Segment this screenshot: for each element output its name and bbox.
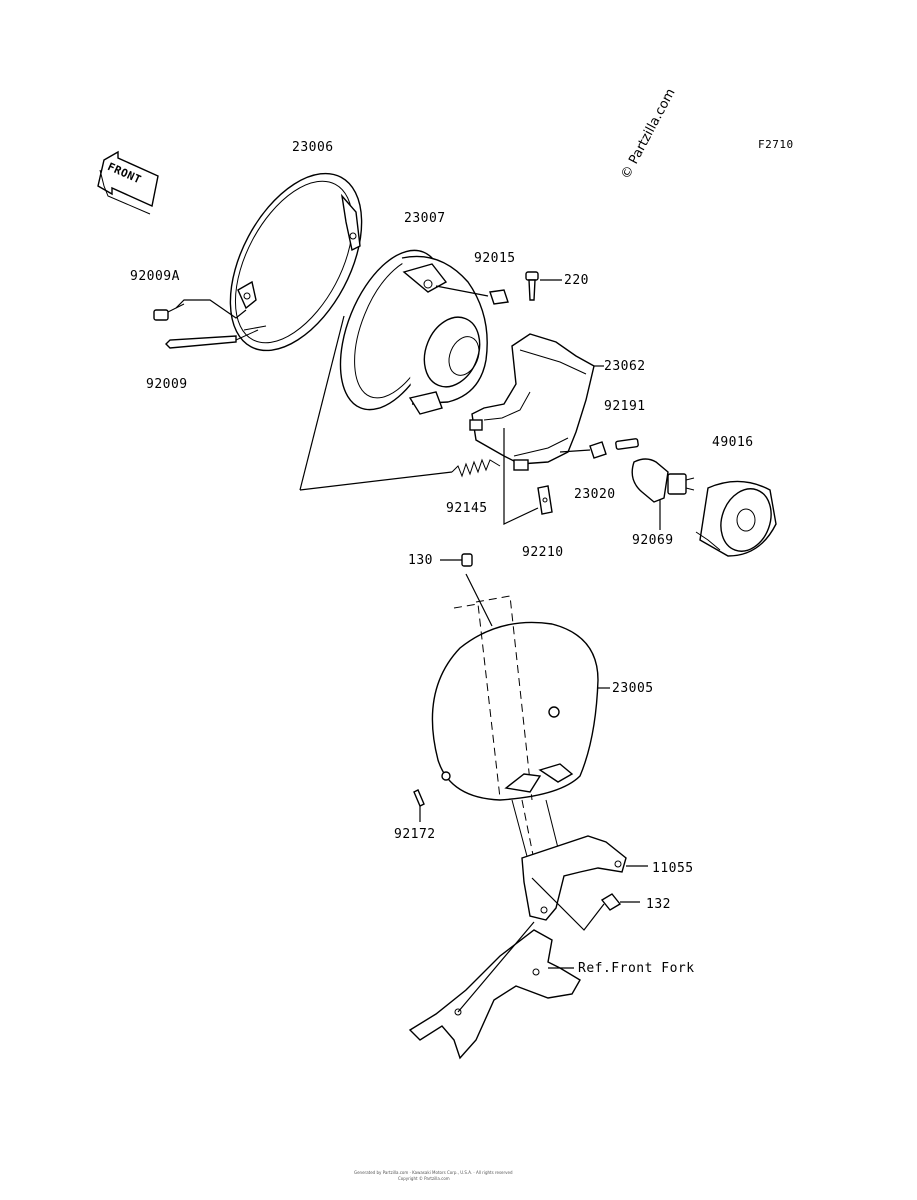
bracket-11055 (521, 835, 648, 921)
label-23020: 23020 (574, 487, 616, 502)
label-92069: 92069 (632, 533, 674, 548)
front-fork-reference (408, 921, 581, 1060)
label-92009a: 92009A (130, 269, 180, 284)
footer-line-2: Copyright © Partzilla.com (398, 1176, 450, 1181)
leader-line-ring (299, 315, 345, 491)
spring-92145 (299, 458, 501, 491)
footer-line-1: Generated by Partzilla.com · Kawasaki Mo… (354, 1170, 513, 1175)
screw-92009 (165, 329, 259, 349)
label-92009: 92009 (146, 377, 188, 392)
label-23062: 23062 (604, 359, 646, 374)
label-92210: 92210 (522, 545, 564, 560)
headlight-housing (339, 249, 488, 415)
label-92015: 92015 (474, 251, 516, 266)
label-92191: 92191 (604, 399, 646, 414)
headlight-rim-ring (229, 172, 363, 352)
label-220: 220 (564, 273, 589, 288)
label-130: 130 (408, 553, 433, 568)
screw-92172 (413, 789, 425, 822)
label-132: 132 (646, 897, 671, 912)
label-23005: 23005 (612, 681, 654, 696)
screw-220 (525, 271, 562, 301)
bulb-92069 (631, 458, 695, 530)
label-front-fork-ref: Ref.Front Fork (578, 961, 695, 976)
watermark: © Partzilla.com (618, 86, 678, 182)
label-11055: 11055 (652, 861, 694, 876)
pin-92191 (615, 438, 639, 450)
bolt-132 (531, 877, 640, 931)
label-92145: 92145 (446, 501, 488, 516)
label-23007: 23007 (404, 211, 446, 226)
label-23006: 23006 (292, 140, 334, 155)
screw-92009a (153, 299, 247, 321)
nut-92015 (435, 285, 509, 305)
label-92172: 92172 (394, 827, 436, 842)
label-49016: 49016 (712, 435, 754, 450)
front-direction-arrow-icon: FRONT (97, 150, 159, 215)
mounting-bracket-23062 (469, 333, 604, 471)
rubber-cover-49016 (695, 480, 777, 557)
plate-92210 (503, 428, 553, 525)
headlight-shell-23005 (431, 573, 610, 801)
bolt-130 (440, 553, 473, 567)
figure-code: F2710 (758, 138, 794, 151)
socket-block (559, 441, 607, 459)
